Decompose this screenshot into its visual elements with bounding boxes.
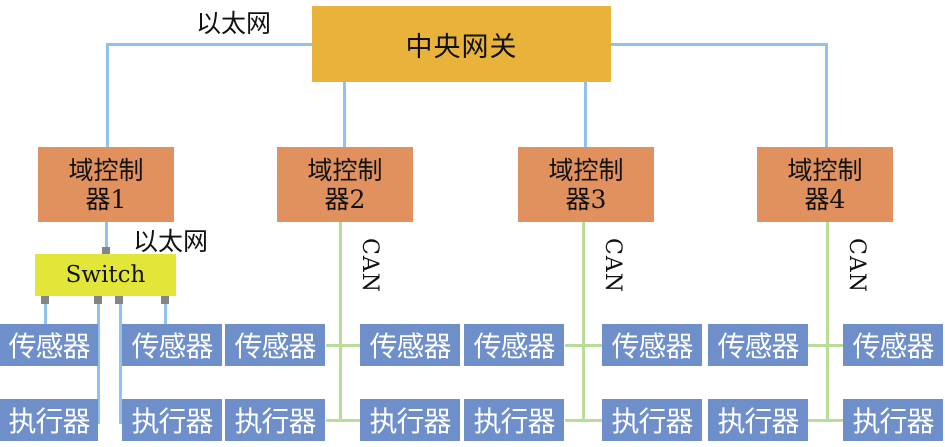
can-bus-dc4-sensors (808, 344, 844, 347)
sensor-box: 传感器 (843, 324, 943, 366)
sensor-box: 传感器 (464, 324, 564, 366)
domain-controller-3: 域控制 器3 (518, 147, 654, 222)
domain-controller-label-line2: 器4 (804, 184, 846, 214)
ethernet-line-switch-sensor1 (44, 300, 47, 325)
domain-controller-label-line1: 域控制 (787, 155, 863, 185)
actuator-box: 执行器 (122, 399, 222, 441)
can-label-dc2: CAN (357, 238, 382, 293)
domain-controller-2: 域控制 器2 (277, 147, 413, 222)
actuator-box: 执行器 (360, 399, 460, 441)
ethernet-line-switch-actuator1 (97, 300, 100, 424)
can-bus-dc4 (826, 222, 829, 422)
actuator-box: 执行器 (843, 399, 943, 441)
domain-controller-label-line1: 域控制 (548, 155, 624, 185)
switch-label: Switch (65, 262, 146, 288)
domain-controller-label-line1: 域控制 (307, 155, 383, 185)
actuator-box: 执行器 (0, 399, 98, 441)
sensor-box: 传感器 (708, 324, 808, 366)
domain-controller-label-line2: 器1 (85, 184, 127, 214)
central-gateway-label: 中央网关 (405, 31, 518, 63)
ethernet-line-gateway-left (106, 43, 314, 46)
actuator-box: 执行器 (464, 399, 564, 441)
can-bus-dc3-sensors (565, 344, 605, 347)
domain-controller-label-line1: 域控制 (68, 155, 144, 185)
ethernet-line-switch-actuator2 (119, 300, 122, 424)
ethernet-line-dc1-switch (105, 222, 108, 256)
can-bus-dc3 (582, 222, 585, 422)
switch-port (41, 296, 49, 304)
ethernet-label-top: 以太网 (196, 9, 272, 38)
domain-controller-label-line2: 器3 (565, 184, 607, 214)
actuator-box: 执行器 (708, 399, 808, 441)
ethernet-line-to-dc1 (106, 43, 109, 148)
central-gateway: 中央网关 (312, 6, 611, 82)
domain-controller-label-line2: 器2 (324, 184, 366, 214)
can-bus-dc3-actuators (565, 419, 605, 422)
switch-port (115, 296, 123, 304)
sensor-box: 传感器 (122, 324, 222, 366)
sensor-box: 传感器 (0, 324, 98, 366)
can-bus-dc2 (339, 222, 342, 422)
ethernet-switch: Switch (35, 254, 176, 296)
domain-controller-1: 域控制 器1 (38, 147, 174, 222)
can-bus-dc4-actuators (808, 419, 844, 422)
switch-port (161, 296, 169, 304)
sensor-box: 传感器 (360, 324, 460, 366)
ethernet-label-switch: 以太网 (133, 227, 209, 256)
switch-port (94, 296, 102, 304)
ethernet-line-to-dc2 (343, 81, 346, 148)
domain-controller-4: 域控制 器4 (757, 147, 893, 222)
can-label-dc4: CAN (844, 238, 869, 293)
actuator-box: 执行器 (225, 399, 325, 441)
sensor-box: 传感器 (602, 324, 702, 366)
sensor-box: 传感器 (225, 324, 325, 366)
ethernet-line-to-dc3 (584, 81, 587, 148)
can-label-dc3: CAN (600, 238, 625, 293)
switch-uplink-port (102, 247, 110, 255)
ethernet-line-gateway-right (610, 43, 828, 46)
ethernet-line-switch-sensor2 (164, 300, 167, 325)
can-bus-dc2-sensors (326, 344, 360, 347)
actuator-box: 执行器 (602, 399, 702, 441)
can-bus-dc2-actuators (326, 419, 360, 422)
ethernet-line-to-dc4 (825, 44, 828, 148)
